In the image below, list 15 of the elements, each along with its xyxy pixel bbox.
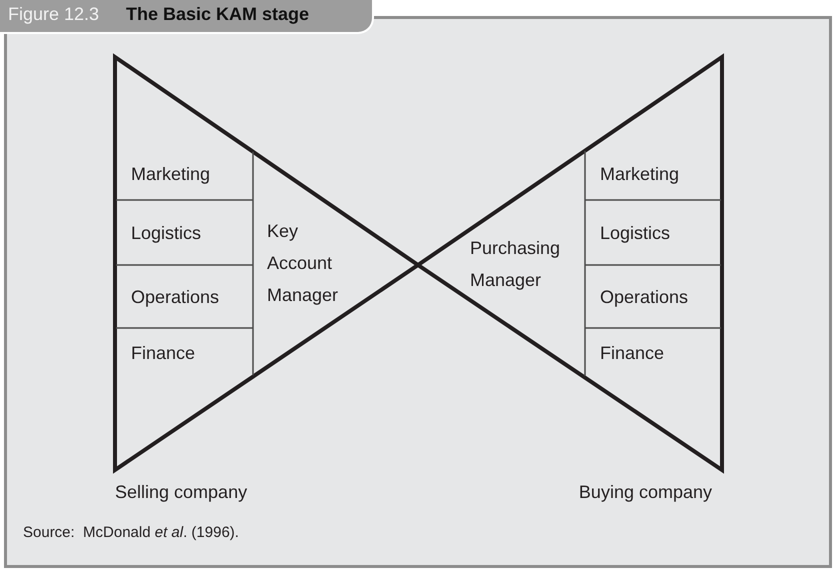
function-label: Marketing bbox=[600, 163, 680, 186]
function-label: Marketing bbox=[131, 163, 210, 186]
source-note: Source: McDonald et al. (1996). bbox=[23, 524, 239, 541]
function-label: Operations bbox=[131, 286, 220, 309]
function-label: Logistics bbox=[131, 222, 202, 245]
role-label: Key Account Manager bbox=[267, 220, 340, 307]
function-label: Logistics bbox=[600, 222, 670, 245]
figure-number: Figure 12.3 bbox=[8, 4, 100, 25]
company-caption: Selling company bbox=[115, 481, 248, 504]
figure-title: The Basic KAM stage bbox=[126, 4, 310, 25]
company-caption: Buying company bbox=[578, 481, 712, 504]
function-label: Operations bbox=[600, 286, 688, 309]
role-label: Purchasing Manager bbox=[470, 237, 562, 292]
function-label: Finance bbox=[600, 342, 664, 365]
function-label: Finance bbox=[131, 342, 196, 365]
